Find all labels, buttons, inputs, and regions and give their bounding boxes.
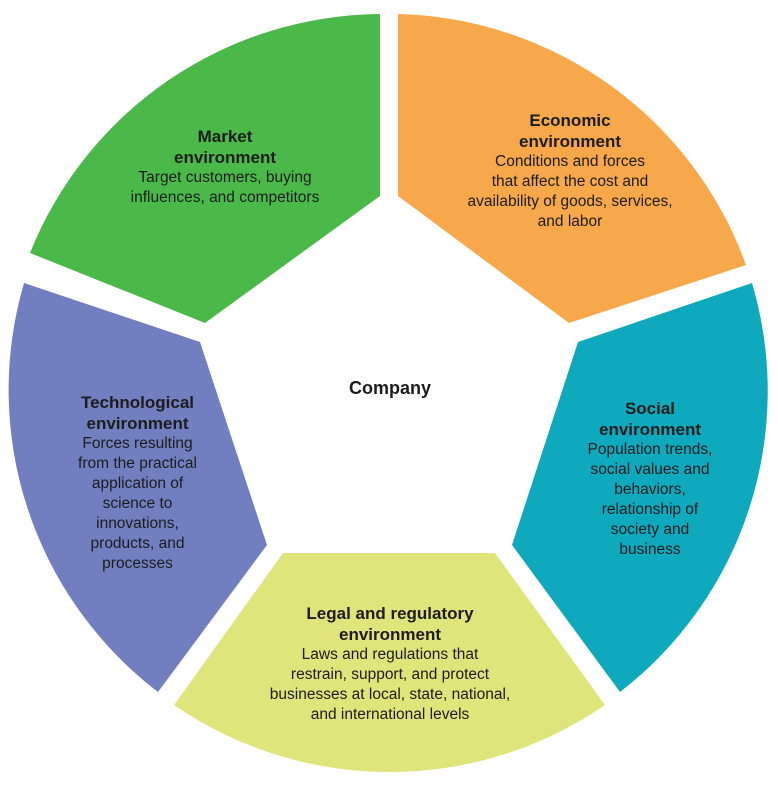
economic-title: Economic environment	[420, 110, 720, 152]
market-desc-line: Target customers, buying	[138, 169, 312, 186]
economic-title-line: environment	[518, 132, 622, 151]
segment-economic	[398, 14, 746, 323]
market-desc-line: influences, and competitors	[130, 189, 320, 206]
legal-title: Legal and regulatory environment	[230, 603, 550, 645]
social-desc-line: relationship of	[601, 501, 699, 518]
economic-title-line: Economic	[529, 111, 611, 130]
market-description: Target customers, buying influences, and…	[80, 168, 370, 208]
legal-description: Laws and regulations that restrain, supp…	[230, 645, 550, 725]
technological-desc-line: from the practical	[78, 455, 197, 472]
economic-text: Economic environment Conditions and forc…	[420, 110, 720, 232]
segment-market	[30, 14, 380, 323]
technological-desc-line: science to	[102, 495, 173, 512]
market-title-line: Market	[197, 127, 253, 146]
technological-desc-line: innovations,	[96, 515, 179, 532]
segment-technological	[8, 283, 267, 692]
social-desc-line: social values and	[590, 461, 710, 478]
technological-desc-line: processes	[102, 555, 173, 572]
technological-desc-line: application of	[91, 475, 184, 492]
legal-desc-line: restrain, support, and protect	[290, 666, 490, 683]
technological-text: Technological environment Forces resulti…	[50, 392, 225, 574]
technological-description: Forces resulting from the practical appl…	[50, 434, 225, 574]
social-desc-line: behaviors,	[614, 481, 686, 498]
social-title: Social environment	[560, 398, 740, 440]
market-title-line: environment	[173, 148, 277, 167]
social-text: Social environment Population trends, so…	[560, 398, 740, 560]
social-description: Population trends, social values and beh…	[560, 440, 740, 560]
center-label-company: Company	[348, 378, 431, 398]
economic-desc-line: that affect the cost and	[491, 173, 649, 190]
social-desc-line: society and	[610, 521, 690, 538]
legal-title-line: Legal and regulatory	[306, 604, 474, 623]
legal-text: Legal and regulatory environment Laws an…	[230, 603, 550, 725]
economic-desc-line: Conditions and forces	[495, 153, 645, 170]
legal-desc-line: businesses at local, state, national,	[269, 686, 511, 703]
social-title-line: Social	[624, 399, 676, 418]
technological-desc-line: Forces resulting	[82, 435, 193, 452]
social-desc-line: Population trends,	[587, 441, 713, 458]
technological-desc-line: products, and	[90, 535, 185, 552]
economic-desc-line: and labor	[537, 213, 603, 230]
legal-title-line: environment	[338, 625, 442, 644]
legal-desc-line: Laws and regulations that	[301, 646, 479, 663]
economic-description: Conditions and forces that affect the co…	[420, 152, 720, 232]
market-title: Market environment	[80, 126, 370, 168]
technological-title-line: Technological	[80, 393, 195, 412]
legal-desc-line: and international levels	[310, 706, 470, 723]
social-desc-line: business	[619, 541, 681, 558]
technological-title-line: environment	[86, 414, 189, 433]
market-text: Market environment Target customers, buy…	[80, 126, 370, 208]
technological-title: Technological environment	[50, 392, 225, 434]
economic-desc-line: availability of goods, services,	[467, 193, 673, 210]
segment-social	[512, 283, 768, 692]
segment-legal	[174, 553, 605, 773]
social-title-line: environment	[598, 420, 702, 439]
